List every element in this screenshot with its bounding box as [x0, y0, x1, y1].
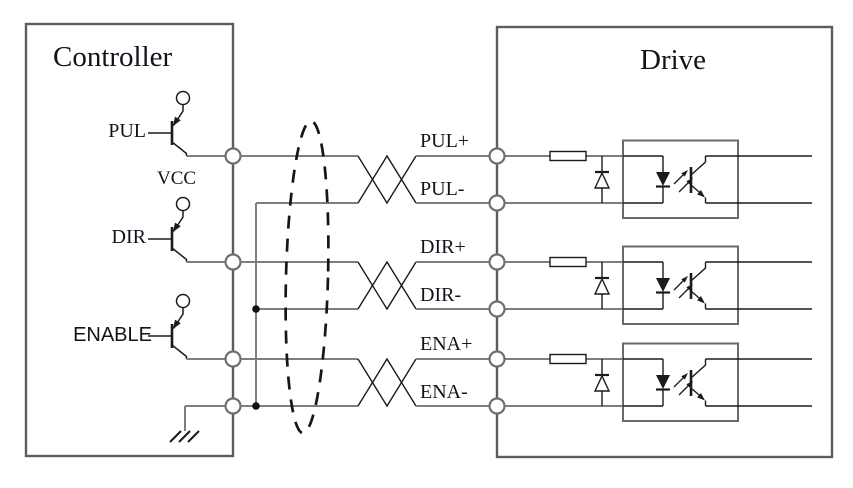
pnp-transistor-dir-icon [146, 196, 242, 271]
controller-title: Controller [53, 41, 173, 73]
junction-dots [252, 305, 260, 410]
signal-label-dir: DIR [111, 226, 146, 248]
pnp-transistor-pul-icon [146, 90, 242, 165]
wire-label-dir-minus: DIR- [420, 284, 462, 306]
drive-box [495, 25, 834, 459]
cable-shield-ellipse-icon [284, 119, 330, 435]
drive-title: Drive [640, 44, 707, 76]
drive-channel-dir [488, 245, 814, 326]
signal-label-pul: PUL [108, 120, 146, 142]
signal-label-enable: ENABLE [73, 324, 152, 346]
pnp-transistor-enable-icon [146, 293, 242, 368]
drive-channel-ena [488, 342, 814, 423]
wire-label-pul-plus: PUL+ [420, 130, 470, 152]
controller-box [24, 22, 235, 458]
wire-label-ena-plus: ENA+ [420, 333, 473, 355]
wire-label-pul-minus: PUL- [420, 178, 465, 200]
drive-channel-pul [488, 139, 814, 220]
ground-icon [169, 397, 242, 443]
wire-label-ena-minus: ENA- [420, 381, 468, 403]
wire-label-dir-plus: DIR+ [420, 236, 466, 258]
vcc-label: VCC [157, 168, 197, 189]
signal-wires [240, 155, 358, 407]
